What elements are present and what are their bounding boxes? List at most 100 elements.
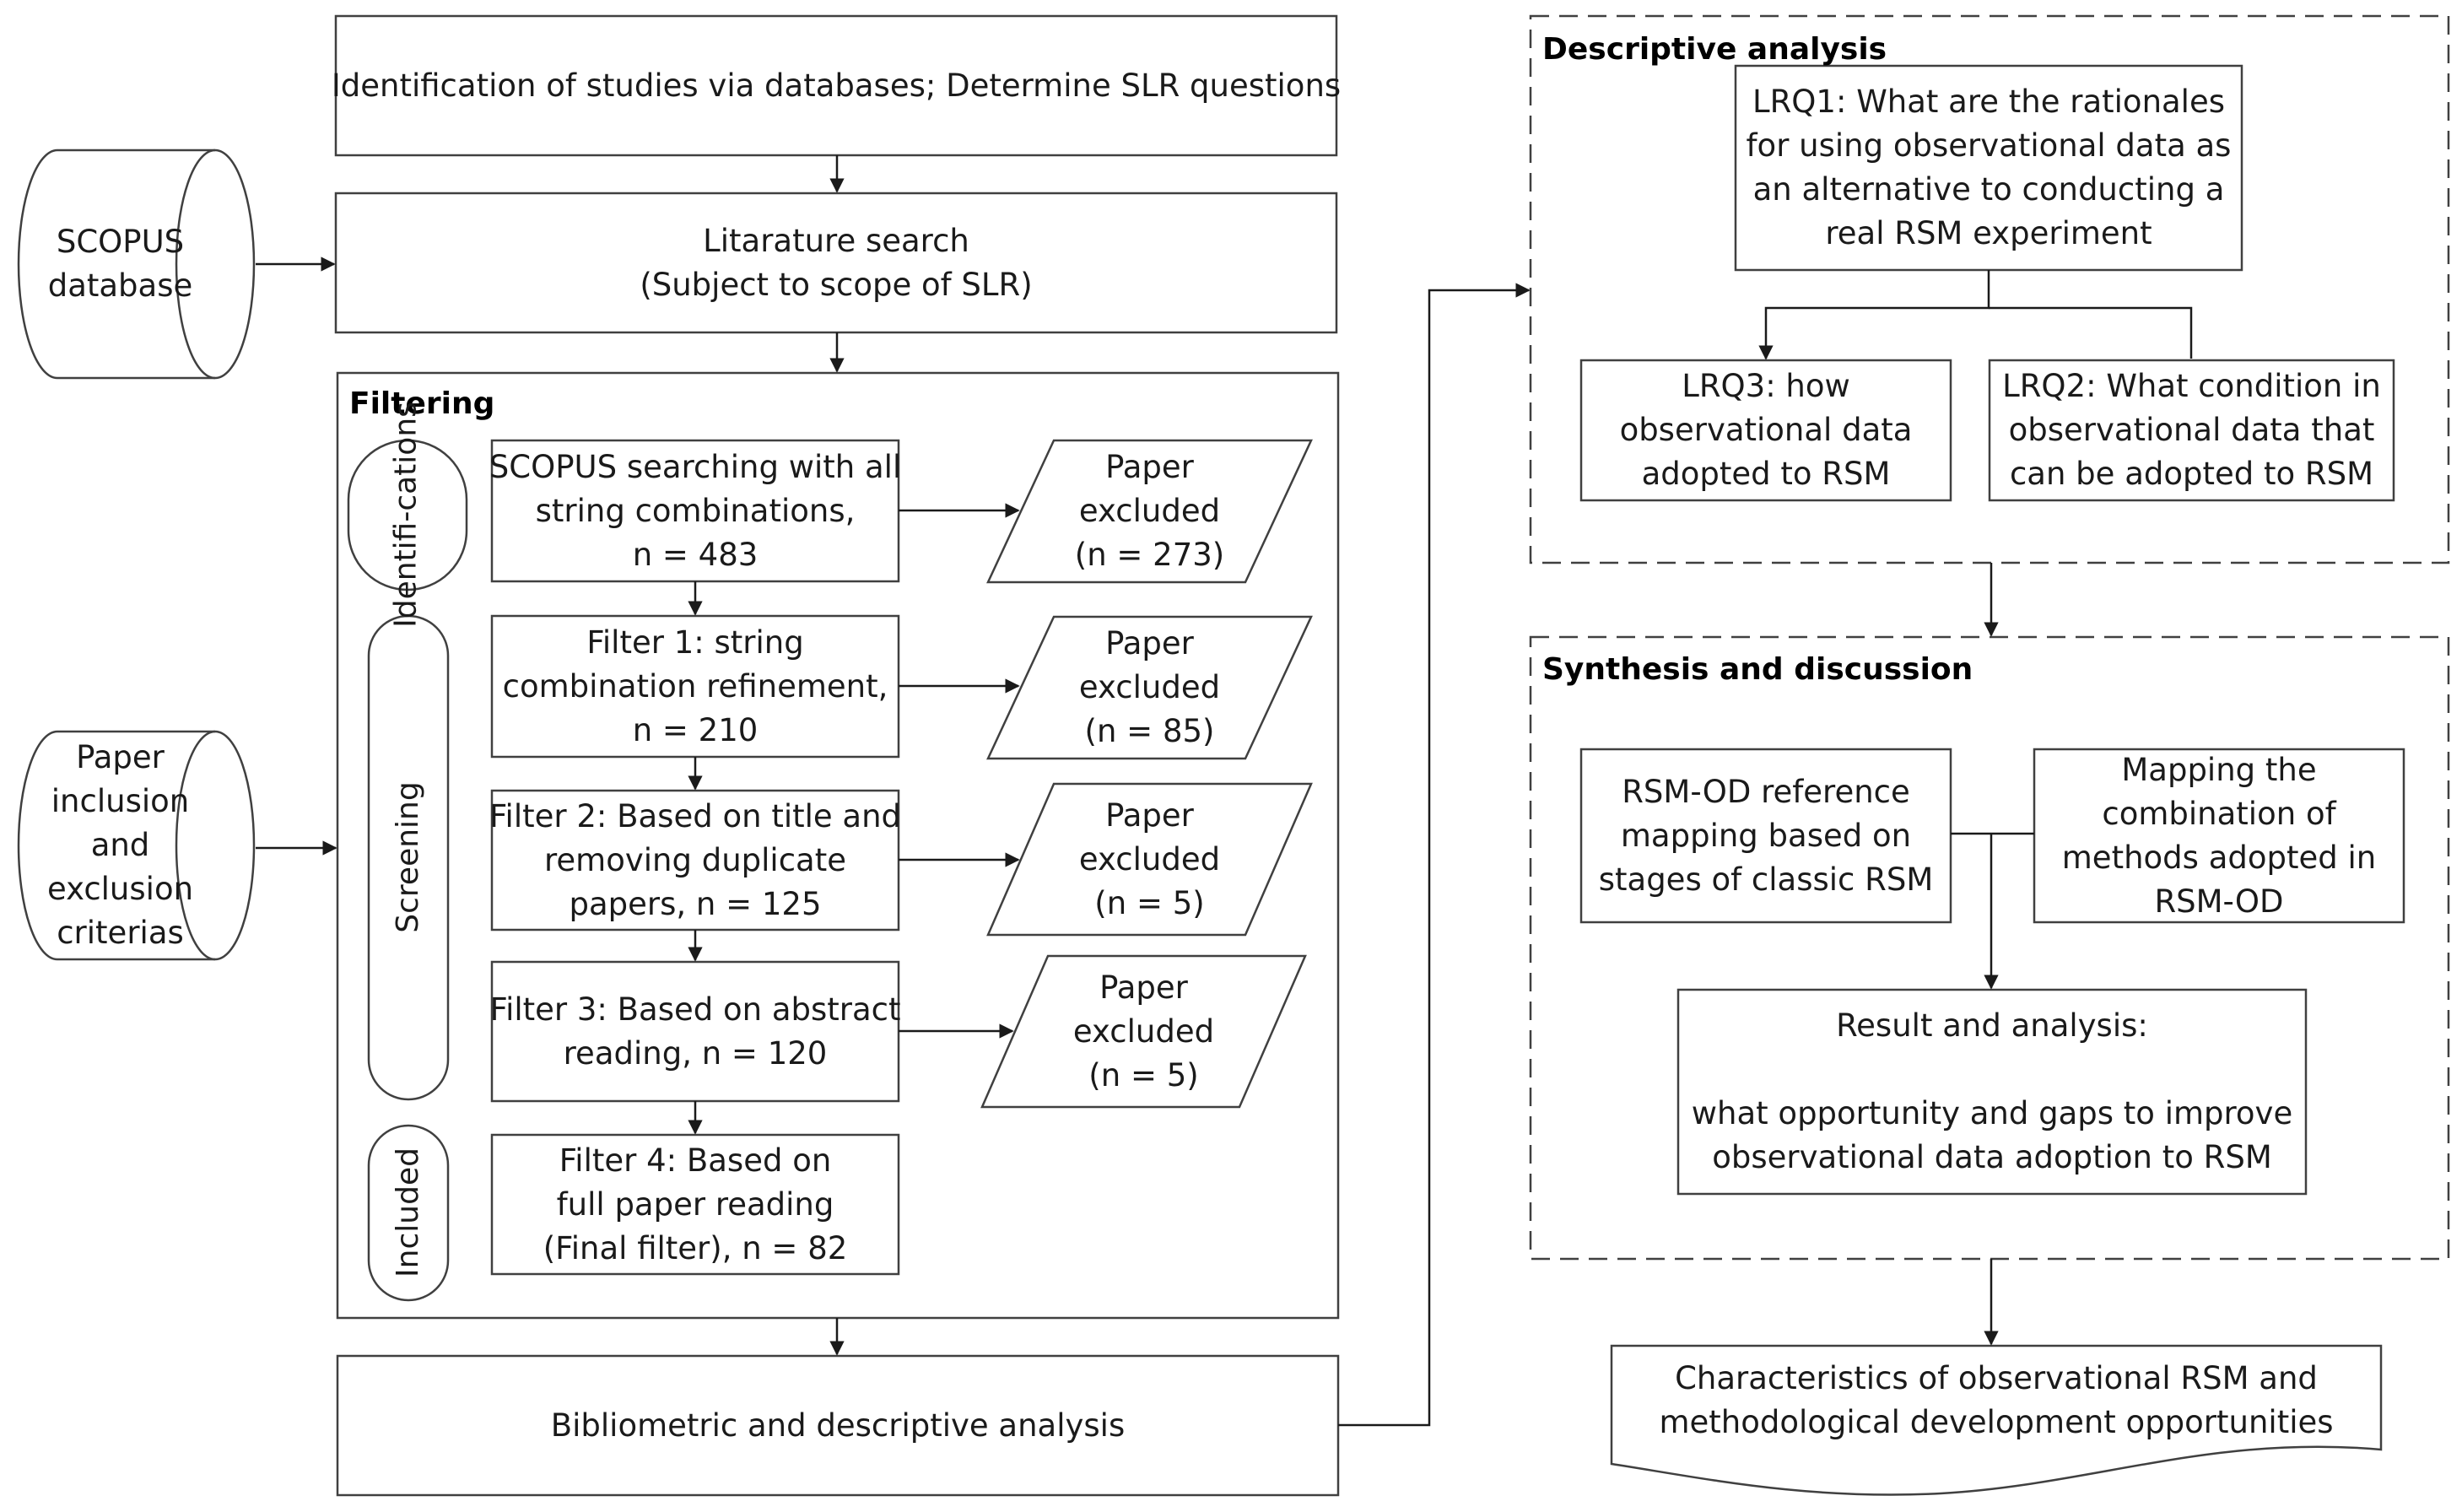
bibliometric-analysis-step: Bibliometric and descriptive analysis <box>337 1356 1338 1495</box>
text-line: and <box>90 827 150 863</box>
text-line: combination refinement, <box>502 667 888 705</box>
text-line: excluded <box>1072 1012 1215 1050</box>
text-line: exclusion <box>46 871 194 907</box>
text-line: Filter 1: string <box>586 624 804 661</box>
text-line: LRQ3: how <box>1682 368 1850 404</box>
text-line: Bibliometric and descriptive analysis <box>550 1407 1126 1444</box>
text-line: excluded <box>1078 669 1221 705</box>
text-line: Paper <box>76 739 165 775</box>
identifications-stage <box>347 439 468 591</box>
excluded-shape-1 <box>986 615 1313 760</box>
text-line: excluded <box>1078 493 1221 529</box>
text-line: for using observational data as <box>1746 127 2232 164</box>
filtering-title: Filtering <box>349 386 495 421</box>
text-line: excluded <box>1078 840 1221 878</box>
text-line <box>1987 1048 1997 1092</box>
filter-3: Filter 3: Based on abstract reading, n = … <box>489 962 901 1101</box>
text-line: (n = 273) <box>1074 537 1225 573</box>
text-line: Paper <box>1105 449 1194 485</box>
excluded-0: Paper excluded (n = 273) <box>1021 440 1278 582</box>
identification-step: Identification of studies via databases;… <box>332 16 1341 155</box>
mapping-box <box>2033 748 2405 924</box>
text-line: full paper reading <box>556 1185 834 1223</box>
synthesis-container <box>1529 635 2450 1261</box>
text-line: Screening <box>391 781 425 933</box>
text-line: Included <box>391 1148 425 1277</box>
excluded-shape-2 <box>986 782 1313 937</box>
text-line: can be adopted to RSM <box>2009 456 2374 492</box>
text-line: removing duplicate <box>544 841 846 878</box>
text-line: Characteristics of observational RSM and <box>1675 1360 2318 1396</box>
literature-search-step: Litarature search(Subject to scope of SL… <box>336 193 1336 332</box>
descriptive-container <box>1529 14 2450 564</box>
text-line: Filter 2: Based on title and <box>489 797 902 834</box>
criteria-source-curve <box>175 730 216 961</box>
text-line: (n = 85) <box>1084 713 1215 749</box>
scopus-database: SCOPUS database <box>34 150 207 378</box>
lrq2-box <box>1988 359 2395 502</box>
text-line: SCOPUS searching with all <box>489 448 902 485</box>
identifications-stage-label: Identifi-cations <box>381 402 432 628</box>
included-stage <box>367 1124 450 1302</box>
excluded-2: Paper excluded (n = 5) <box>1021 784 1278 935</box>
text-line: (Subject to scope of SLR) <box>640 266 1033 303</box>
text-line: (Final filter), n = 82 <box>543 1229 848 1266</box>
text-line: string combinations, <box>535 492 856 529</box>
synthesis-title: Synthesis and discussion <box>1542 652 1973 687</box>
text-line: SCOPUS <box>56 224 185 260</box>
connectors <box>256 155 2193 1427</box>
excluded-1: Paper excluded (n = 85) <box>1021 617 1278 759</box>
text-line: (n = 5) <box>1088 1056 1199 1094</box>
text-line: Mapping the <box>2121 751 2317 788</box>
output-document: Characteristics of observational RSM and… <box>1612 1350 2381 1451</box>
text-line: an alternative to conducting a <box>1752 171 2225 208</box>
filter-box-4 <box>490 1133 900 1276</box>
reference-box <box>1579 748 1952 924</box>
descriptive-analysis-title: Descriptive analysis <box>1542 32 1887 67</box>
text-line: LRQ1: What are the rationales <box>1752 84 2226 120</box>
text-line: reading, n = 120 <box>563 1034 828 1072</box>
text-line: Paper <box>1099 969 1188 1006</box>
text-line: observational data adoption to RSM <box>1712 1139 2272 1175</box>
text-line: criterias <box>57 915 184 951</box>
text-line: methodological development opportunities <box>1659 1404 2334 1440</box>
filter-1: Filter 1: string combination refinement, n… <box>492 616 899 757</box>
text-line: mapping based on <box>1620 817 1912 854</box>
scopus-database-curve <box>175 148 216 380</box>
text-line: (n = 5) <box>1094 884 1205 921</box>
text-line: Paper <box>1105 625 1194 662</box>
text-line: LRQ2: What condition in <box>2002 368 2381 404</box>
text-line: Identification of studies via databases;… <box>331 67 1342 104</box>
screening-stage-label: Screening <box>387 657 429 1057</box>
excluded-shape-0 <box>986 439 1313 584</box>
text-line: combination of <box>2102 795 2336 832</box>
text-line: Paper <box>1105 796 1194 834</box>
excluded-3: Paper excluded (n = 5) <box>1015 956 1272 1107</box>
text-line: Filter 3: Based on abstract <box>489 991 901 1028</box>
output-document-shape <box>1610 1344 2383 1496</box>
excluded-shape-3 <box>980 954 1307 1109</box>
text-line: stages of classic RSM <box>1598 861 1934 898</box>
text-line: Identifi- <box>388 510 424 628</box>
screening-stage <box>367 614 450 1101</box>
filter-2: Filter 2: Based on title and removing dup… <box>489 791 902 930</box>
text-line: database <box>47 267 193 304</box>
text-line: n = 483 <box>632 536 759 573</box>
filter-4: Filter 4: Based on full paper reading (Fin… <box>492 1135 899 1274</box>
text-line: papers, n = 125 <box>569 885 822 922</box>
text-line: Result and analysis: <box>1836 1007 2148 1044</box>
text-line: inclusion <box>51 783 190 819</box>
filter-scopus-search: SCOPUS searching with all string combinat… <box>489 440 902 581</box>
result-analysis-box: Result and analysis: what opportunity an… <box>1678 990 2306 1194</box>
text-line: observational data <box>1619 412 1913 448</box>
inclusion-criteria-source: Paper inclusion and exclusion criterias <box>34 732 207 959</box>
text-line: Filter 4: Based on <box>559 1142 832 1179</box>
text-line: cations <box>388 402 424 511</box>
text-line: n = 210 <box>632 711 759 748</box>
lrq3-box <box>1579 359 1952 502</box>
